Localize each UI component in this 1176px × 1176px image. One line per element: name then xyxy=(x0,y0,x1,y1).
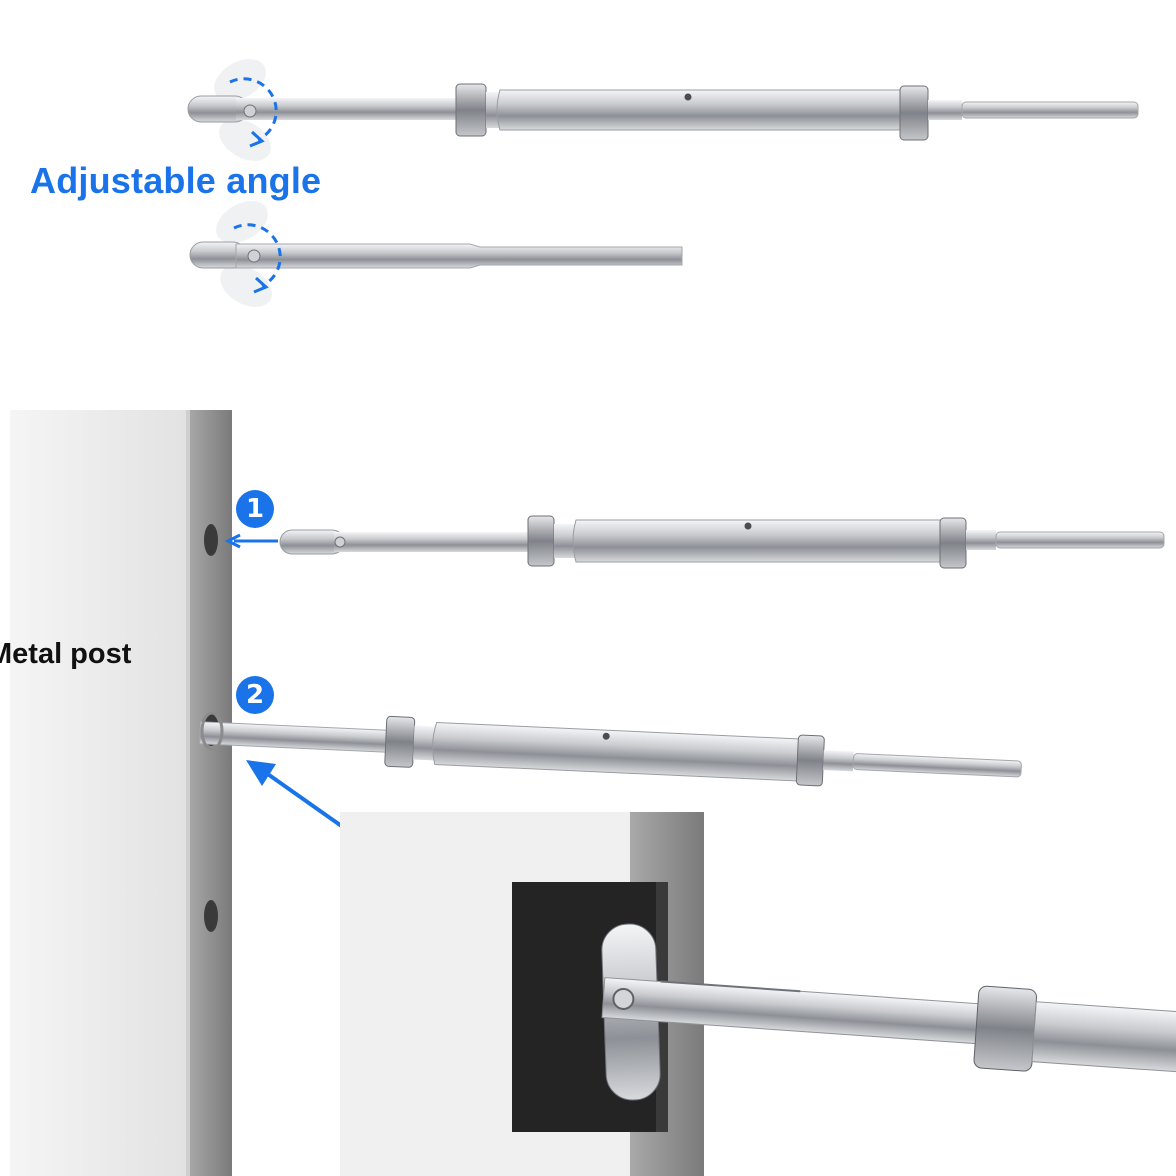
adjustable-angle-caption: Adjustable angle xyxy=(30,160,322,201)
inset-detail xyxy=(340,812,1176,1176)
post-hole xyxy=(204,900,218,932)
top-turnbuckle xyxy=(187,59,1139,161)
step-2-turnbuckle xyxy=(198,711,1022,787)
step-2-badge: 2 xyxy=(236,676,274,714)
single-stud xyxy=(189,201,683,307)
step-1-badge: 1 xyxy=(236,490,274,528)
rotating-tab-ghost xyxy=(216,201,272,307)
metal-post xyxy=(10,410,232,1176)
rotate-arrow-icon xyxy=(229,77,278,148)
step-1-arrow-icon xyxy=(224,533,278,549)
metal-post-label: Metal post xyxy=(0,638,132,670)
step-1-turnbuckle xyxy=(224,515,1165,569)
rotating-tab-ghost xyxy=(214,59,271,161)
post-hole xyxy=(204,524,218,556)
rotate-arrow-icon xyxy=(233,223,282,294)
